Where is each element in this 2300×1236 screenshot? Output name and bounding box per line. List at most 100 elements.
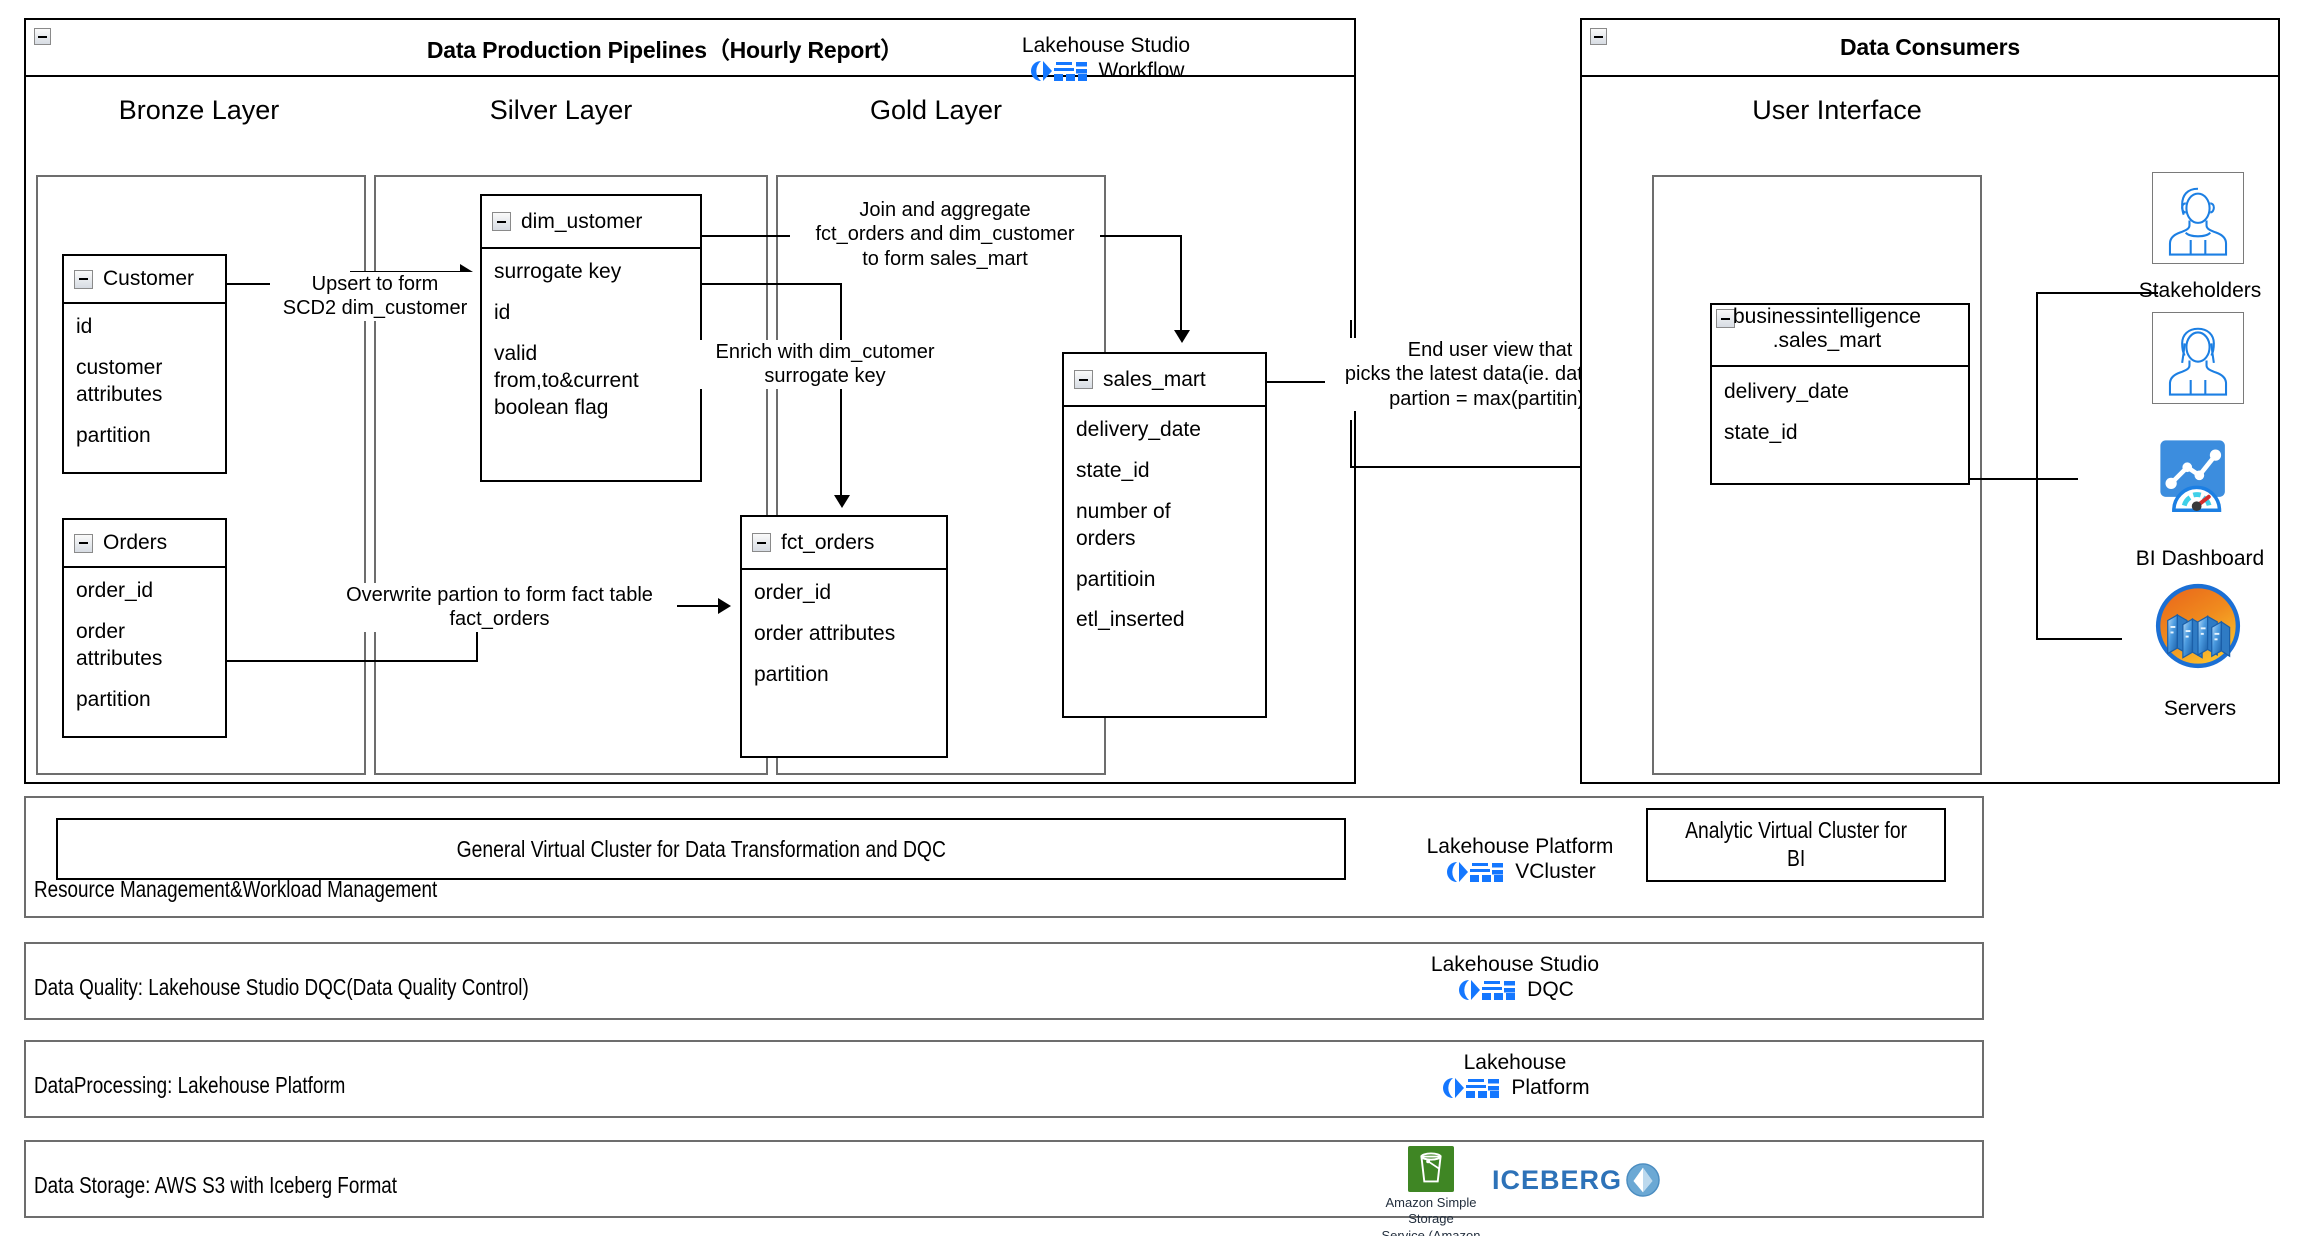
entity-fct-orders-fields: order_id order attributes partition bbox=[742, 570, 946, 699]
consumers-panel-header: Data Consumers bbox=[1582, 20, 2278, 77]
brand-sub-label: VCluster bbox=[1515, 859, 1596, 883]
brand-top-label: Lakehouse Studio bbox=[1021, 34, 1191, 57]
infra-bar-processing-label: DataProcessing: Lakehouse Platform bbox=[34, 1072, 346, 1098]
edge-enduser bbox=[1267, 381, 1352, 383]
field-row: partition bbox=[76, 423, 151, 447]
collapse-icon-bi-sales-mart[interactable] bbox=[1716, 309, 1735, 328]
edge-label-enrich-line1: Enrich with dim_cutomer bbox=[715, 341, 935, 363]
general-virtual-cluster-label: General Virtual Cluster for Data Transfo… bbox=[456, 835, 946, 862]
stakeholder-avatar-1-tile[interactable] bbox=[2152, 172, 2244, 264]
yunqi-logo bbox=[1444, 859, 1506, 885]
edge-orders-to-fct bbox=[476, 605, 478, 662]
field-row: id bbox=[494, 300, 511, 324]
entity-customer-header: Customer bbox=[64, 256, 225, 304]
consumers-panel-title: Data Consumers bbox=[1840, 34, 2020, 60]
servers-tile[interactable] bbox=[2152, 580, 2244, 672]
yunqi-logo bbox=[1028, 58, 1090, 84]
stakeholder-avatar-2-tile[interactable] bbox=[2152, 312, 2244, 404]
entity-fct-orders-header: fct_orders bbox=[742, 517, 946, 570]
brand-top-label: Lakehouse bbox=[1463, 1051, 1567, 1074]
bi-dashboard-tile[interactable] bbox=[2152, 432, 2244, 524]
collapse-icon-orders[interactable] bbox=[74, 533, 93, 553]
field-row: order_id bbox=[754, 581, 832, 604]
apache-iceberg-logo bbox=[1626, 1163, 1660, 1197]
collapse-icon-production[interactable] bbox=[34, 28, 51, 45]
infra-bar-storage-label: Data Storage: AWS S3 with Iceberg Format bbox=[34, 1172, 398, 1198]
entity-orders-name: Orders bbox=[103, 531, 168, 554]
general-virtual-cluster-box[interactable]: General Virtual Cluster for Data Transfo… bbox=[56, 818, 1346, 880]
entity-bi-sales-mart[interactable]: businessintelligence.sales_mart delivery… bbox=[1710, 303, 1970, 485]
infra-bar-resource-label: Resource Management&Workload Management bbox=[34, 876, 438, 902]
edge-label-enrich-line2: surrogate key bbox=[764, 365, 886, 388]
edge-label-enrich: Enrich with dim_cutomer surrogate key bbox=[700, 340, 950, 389]
stakeholder-avatar-1-icon bbox=[2168, 187, 2228, 256]
collapse-icon-fct-orders[interactable] bbox=[752, 533, 771, 552]
field-row: order attributes bbox=[754, 621, 896, 645]
entity-bi-sales-mart-fields: delivery_date state_id bbox=[1712, 367, 1968, 457]
field-row: partition bbox=[76, 687, 151, 711]
edge-label-enduser-line3: partion = max(partitin)) bbox=[1389, 387, 1591, 410]
field-row: state_id bbox=[1076, 458, 1150, 482]
lane-label-gold: Gold Layer bbox=[869, 95, 1003, 125]
yunqi-logo bbox=[1440, 1075, 1502, 1101]
collapse-icon-customer[interactable] bbox=[74, 269, 93, 289]
lakehouse-platform-vcluster-brand: Lakehouse Platform VCluster bbox=[1400, 835, 1640, 885]
edge-join-arrowhead bbox=[1174, 330, 1190, 343]
lane-label-bronze: Bronze Layer bbox=[118, 95, 280, 125]
collapse-icon-sales-mart[interactable] bbox=[1074, 370, 1093, 389]
yunqi-logo bbox=[1456, 977, 1518, 1003]
edge-label-upsert-line1: Upsert to form bbox=[311, 273, 439, 295]
entity-sales-mart-header: sales_mart bbox=[1064, 354, 1265, 407]
entity-dim-customer-header: dim_ustomer bbox=[482, 196, 700, 249]
edge-bi-to-consumers-bottom-branch bbox=[2036, 638, 2122, 640]
edge-label-overwrite-line1: Overwrite partion to form fact table bbox=[346, 584, 653, 606]
stakeholders-caption: Stakeholders bbox=[2138, 279, 2262, 302]
edge-label-overwrite: Overwrite partion to form fact table fac… bbox=[322, 583, 677, 632]
edge-label-upsert: Upsert to form SCD2 dim_customer bbox=[270, 272, 480, 321]
edge-join bbox=[1180, 235, 1182, 330]
bi-dashboard-caption: BI Dashboard bbox=[2135, 547, 2265, 570]
field-row: surrogate key bbox=[494, 260, 622, 283]
field-row: state_id bbox=[1724, 420, 1798, 444]
servers-caption: Servers bbox=[2163, 697, 2237, 720]
edge-bi-to-consumers-top-branch bbox=[2036, 292, 2158, 294]
field-row: partition bbox=[754, 662, 829, 686]
edge-label-overwrite-line2: fact_orders bbox=[449, 608, 550, 631]
entity-bi-sales-mart-header: businessintelligence.sales_mart bbox=[1712, 305, 1968, 367]
entity-orders-header: Orders bbox=[64, 520, 225, 568]
edge-orders-to-fct-arrowhead bbox=[718, 598, 731, 614]
edge-label-upsert-line2: SCD2 dim_customer bbox=[282, 297, 468, 320]
lakehouse-studio-dqc-brand: Lakehouse Studio DQC bbox=[1380, 953, 1650, 1003]
infra-bar-dqc: Data Quality: Lakehouse Studio DQC(Data … bbox=[24, 942, 1984, 1020]
brand-sub-label: Platform bbox=[1511, 1075, 1590, 1099]
collapse-icon-dim-customer[interactable] bbox=[492, 212, 511, 231]
entity-sales-mart[interactable]: sales_mart delivery_date state_id number… bbox=[1062, 352, 1267, 718]
stakeholder-avatar-2-icon bbox=[2168, 327, 2228, 396]
collapse-icon-consumers[interactable] bbox=[1590, 28, 1607, 45]
brand-top-label: Lakehouse Studio bbox=[1430, 953, 1600, 976]
edge-bi-to-consumers bbox=[1970, 478, 2078, 480]
edge-enrich bbox=[840, 283, 842, 495]
lakehouse-studio-workflow-brand: Lakehouse Studio Workflow bbox=[961, 34, 1251, 84]
entity-sales-mart-name: sales_mart bbox=[1103, 367, 1206, 391]
edge-orders-to-fct bbox=[227, 660, 477, 662]
aws-s3-logo bbox=[1408, 1146, 1454, 1192]
entity-fct-orders[interactable]: fct_orders order_id order attributes par… bbox=[740, 515, 948, 758]
infra-bar-processing: DataProcessing: Lakehouse Platform bbox=[24, 1040, 1984, 1118]
lane-label-silver: Silver Layer bbox=[489, 95, 633, 125]
apache-iceberg-logo-group: ICEBERG bbox=[1492, 1163, 1660, 1197]
field-row: id bbox=[76, 315, 93, 338]
